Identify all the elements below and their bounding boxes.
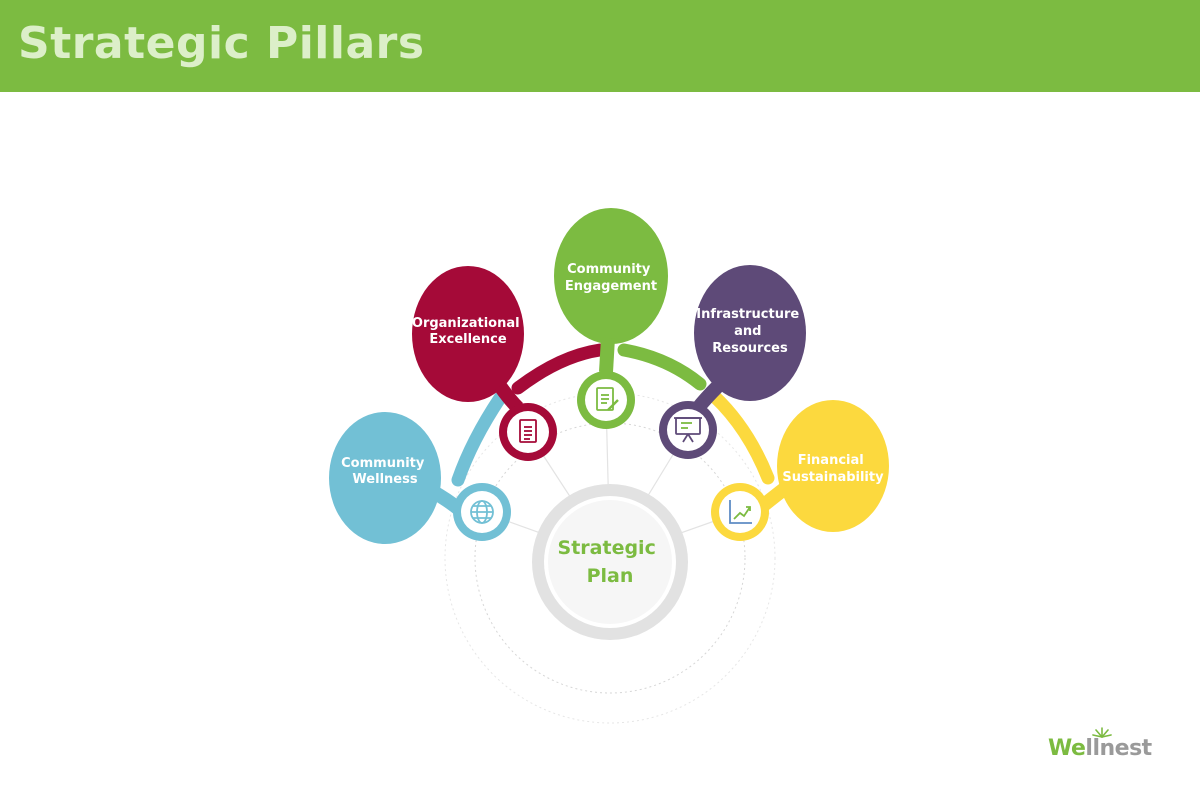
header-bar: Strategic Pillars [0, 0, 1200, 92]
center-label: Strategic Plan [558, 537, 663, 587]
document-icon [519, 419, 537, 443]
presentation-board-icon [674, 417, 702, 443]
center-hub: Strategic Plan [532, 484, 688, 640]
pillar-label-line: Financial Sustainability [782, 453, 884, 485]
sun-rays-icon [1092, 727, 1112, 738]
logo-text-secondary: llnest [1085, 736, 1152, 761]
outer-dotted-ring [444, 392, 776, 724]
wellnest-logo: Wellnest [1048, 727, 1152, 766]
pillar-label-line: Infrastructure and Resources [696, 307, 803, 356]
logo-text-primary: We [1048, 736, 1086, 761]
pillar-community-engagement: Community Engagement [554, 208, 668, 429]
pillar-financial-sustainability: Financial Sustainability [711, 400, 889, 541]
notepad-pen-icon [596, 387, 619, 411]
connectors [451, 343, 775, 487]
globe-icon [470, 500, 494, 524]
pillar-label-line: Organizational Excellence [412, 316, 524, 347]
pillar-label-line: Community Engagement [565, 262, 657, 294]
pillar-organizational-excellence: Organizational Excellence [412, 266, 557, 461]
pillar-infrastructure-and-resources: Infrastructure and Resources [659, 265, 806, 459]
growth-chart-icon [729, 500, 752, 524]
page-title: Strategic Pillars [18, 18, 425, 69]
pillar-label-line: Community Wellness [341, 456, 429, 487]
pillar-community-wellness: Community Wellness [329, 412, 511, 544]
